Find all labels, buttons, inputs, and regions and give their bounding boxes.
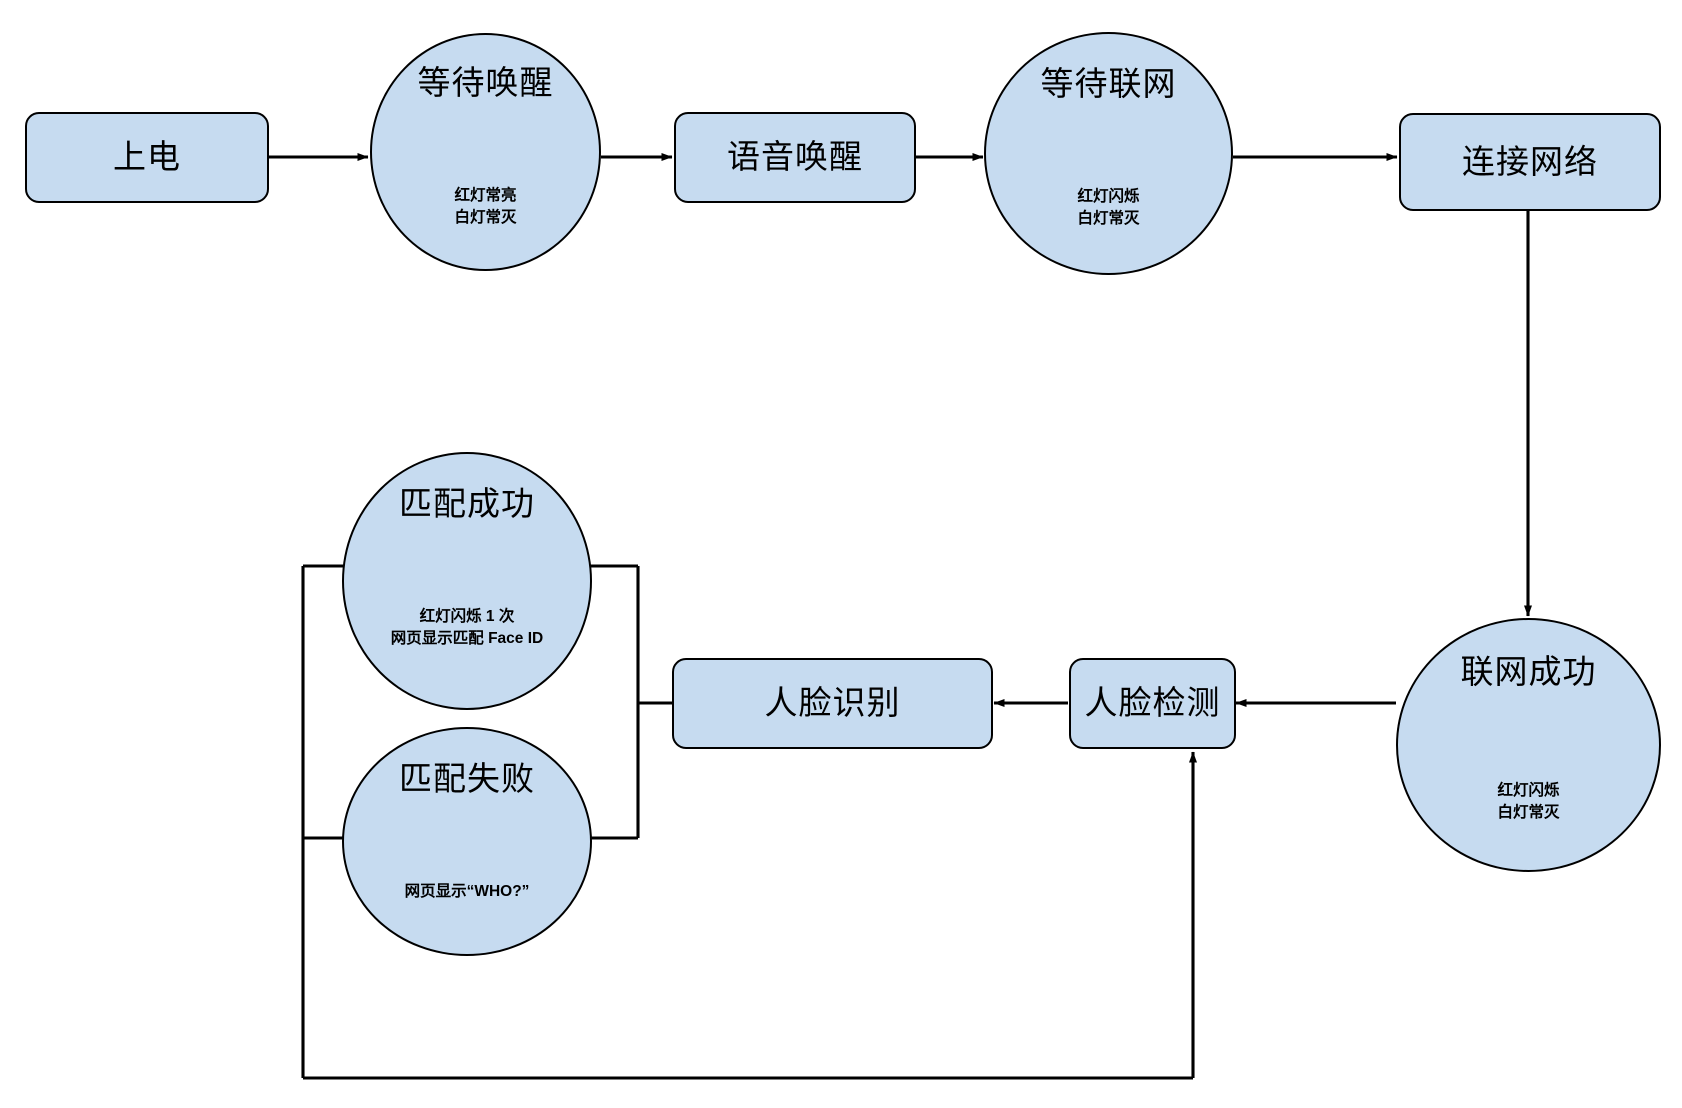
sublabel-red-light-blink: 红灯闪烁 1 次 — [419, 608, 515, 625]
node-match-failure[interactable]: 匹配失败 网页显示“WHO?” — [342, 727, 592, 956]
node-power-on-label: 上电 — [113, 138, 181, 176]
node-voice-wakeup[interactable]: 语音唤醒 — [674, 112, 916, 203]
sublabel-webpage-faceid: 网页显示匹配 Face ID — [390, 630, 544, 648]
node-face-recognition[interactable]: 人脸识别 — [672, 658, 993, 749]
sublabel-white-light: 白灯常灭 — [1077, 210, 1140, 228]
node-waiting-network[interactable]: 等待联网 红灯闪烁 白灯常灭 — [984, 32, 1233, 275]
node-match-failure-label: 匹配失败 — [399, 759, 535, 797]
sublabel-webpage-who: 网页显示“WHO?” — [404, 883, 530, 900]
node-match-success[interactable]: 匹配成功 红灯闪烁 1 次 网页显示匹配 Face ID — [342, 452, 592, 710]
node-power-on[interactable]: 上电 — [25, 112, 269, 203]
node-network-success-label: 联网成功 — [1460, 652, 1597, 690]
node-voice-wakeup-label: 语音唤醒 — [727, 138, 863, 176]
node-match-success-sublabels: 红灯闪烁 1 次 网页显示匹配 Face ID — [344, 606, 590, 651]
node-face-detection[interactable]: 人脸检测 — [1069, 658, 1236, 749]
node-waiting-network-sublabels: 红灯闪烁 白灯常灭 — [986, 186, 1231, 231]
node-network-success[interactable]: 联网成功 红灯闪烁 白灯常灭 — [1396, 618, 1661, 872]
node-waiting-network-label: 等待联网 — [1040, 64, 1177, 102]
node-connect-network-label: 连接网络 — [1462, 142, 1598, 180]
sublabel-red-light: 红灯闪烁 — [1497, 782, 1560, 799]
node-connect-network[interactable]: 连接网络 — [1399, 113, 1661, 211]
node-waiting-wakeup[interactable]: 等待唤醒 红灯常亮 白灯常灭 — [370, 33, 601, 271]
node-match-success-label: 匹配成功 — [399, 484, 535, 522]
node-waiting-wakeup-sublabels: 红灯常亮 白灯常灭 — [372, 185, 599, 230]
sublabel-red-light: 红灯闪烁 — [1077, 188, 1140, 205]
node-network-success-sublabels: 红灯闪烁 白灯常灭 — [1398, 780, 1659, 825]
sublabel-white-light: 白灯常灭 — [454, 209, 517, 227]
node-match-failure-sublabels: 网页显示“WHO?” — [344, 881, 590, 903]
sublabel-white-light: 白灯常灭 — [1497, 804, 1560, 822]
node-waiting-wakeup-label: 等待唤醒 — [417, 63, 554, 101]
node-face-recognition-label: 人脸识别 — [764, 684, 901, 722]
node-face-detection-label: 人脸检测 — [1084, 684, 1221, 722]
sublabel-red-light: 红灯常亮 — [454, 187, 517, 204]
